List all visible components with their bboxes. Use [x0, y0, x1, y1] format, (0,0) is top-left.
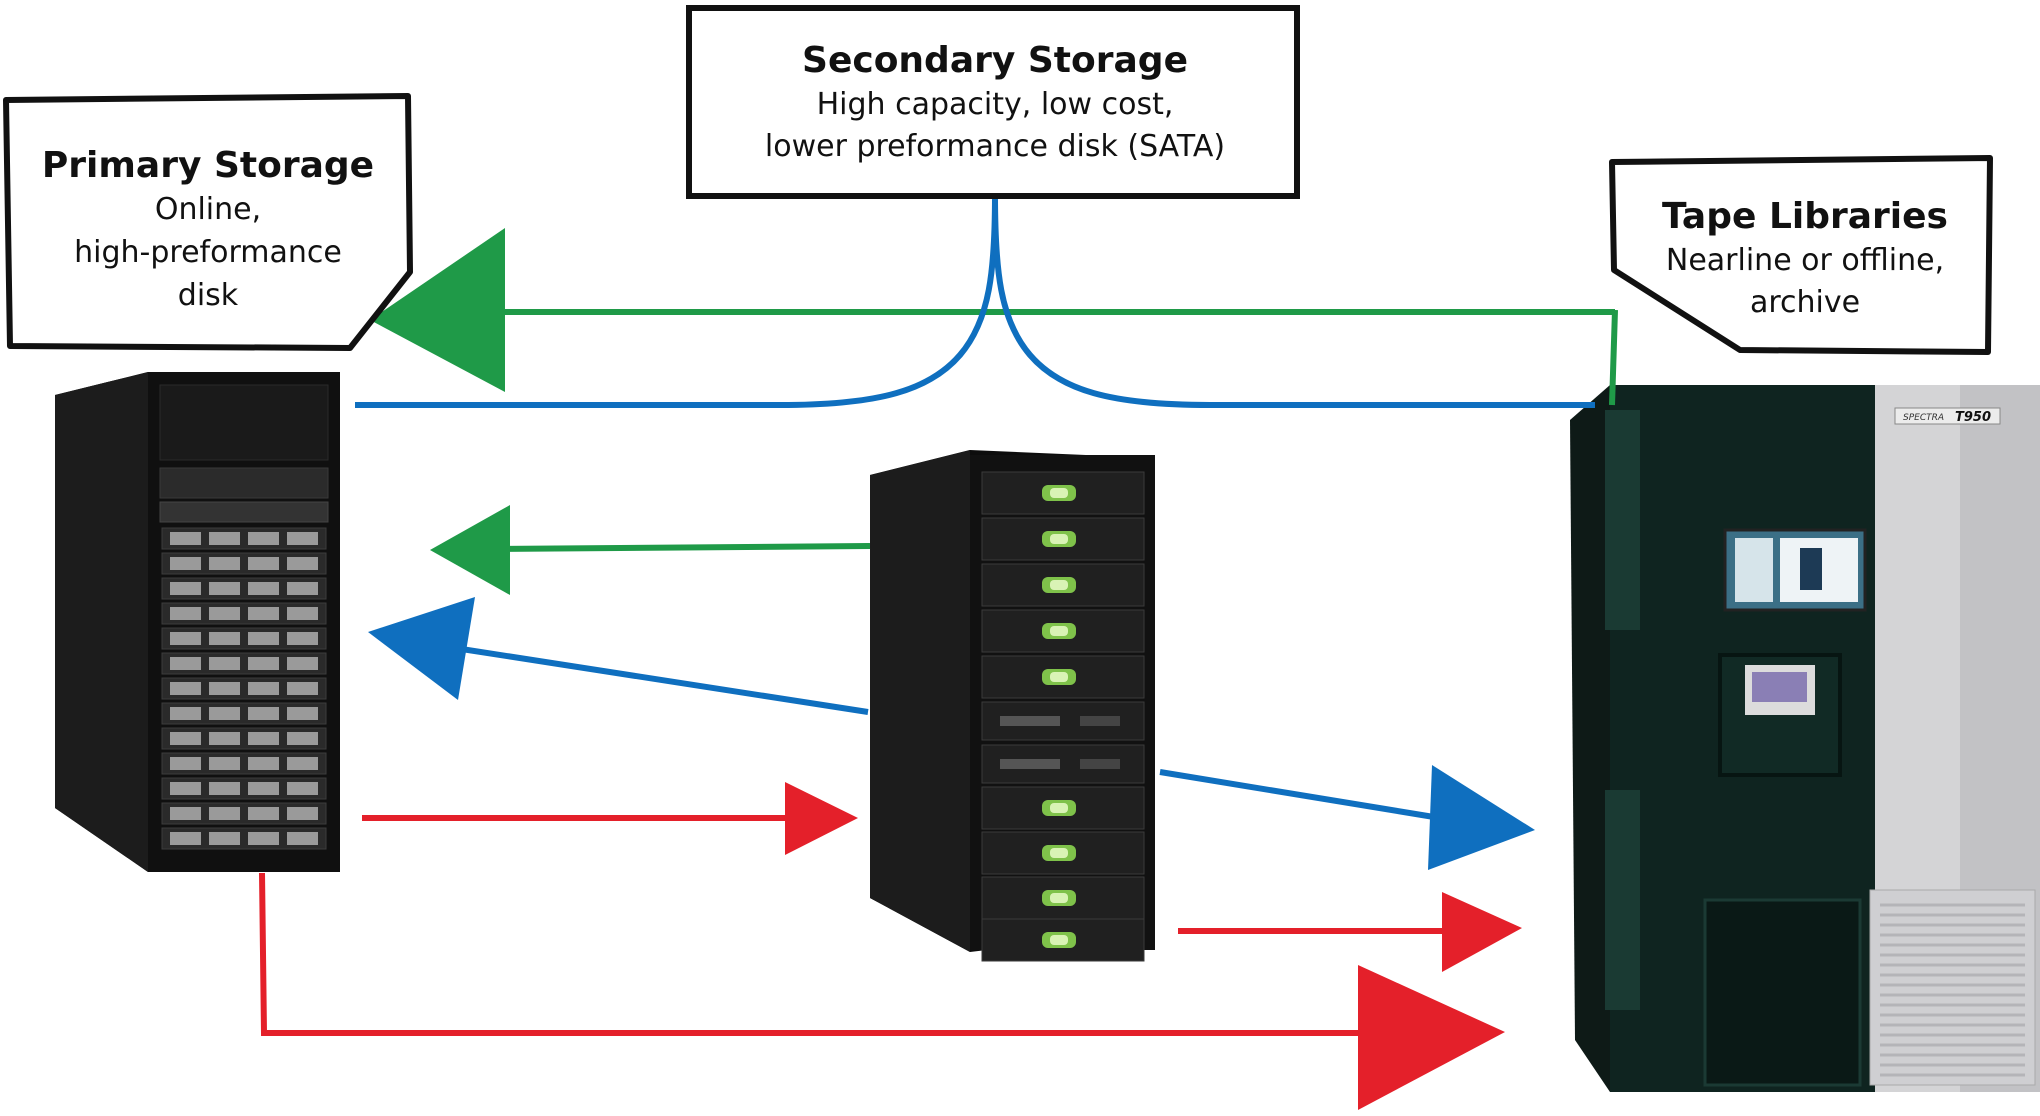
primary-storage-title: Primary Storage — [42, 145, 374, 186]
arrow-blue-secondary-branch — [355, 194, 1595, 408]
primary-storage-line-2: high-preformance — [74, 235, 342, 270]
lower-vent-panel — [1703, 898, 1862, 1087]
tape-brand-label: SPECTRA — [1903, 413, 1944, 423]
arrow-green-tape-to-primary — [370, 228, 1618, 406]
primary-storage-callout: Primary Storage Online, high-preformance… — [3, 93, 413, 351]
tape-libraries-line-2: archive — [1750, 285, 1860, 320]
tape-libraries-callout: Tape Libraries Nearline or offline, arch… — [1609, 155, 1993, 355]
primary-drive-bays — [161, 527, 327, 850]
tape-library-cabinet: SPECTRA T950 — [1570, 385, 2040, 1092]
arrow-blue-secondary-to-tape — [1159, 765, 1535, 870]
primary-storage-line-3: disk — [178, 278, 239, 313]
secondary-storage-rack — [870, 450, 1155, 962]
arrow-red-primary-to-tape — [259, 872, 1505, 1110]
arrow-red-primary-to-secondary — [362, 782, 858, 855]
arrow-green-secondary-to-primary — [430, 505, 871, 595]
arrow-blue-secondary-to-primary — [368, 597, 869, 715]
vent-grille — [1880, 903, 2025, 1077]
secondary-storage-line-1: High capacity, low cost, — [817, 87, 1174, 122]
tape-model-label: T950 — [1955, 410, 1991, 425]
secondary-storage-title: Secondary Storage — [802, 40, 1188, 81]
arrow-red-secondary-to-tape — [1178, 892, 1522, 972]
primary-storage-rack — [55, 372, 340, 872]
tape-libraries-line-1: Nearline or offline, — [1666, 243, 1944, 278]
tape-libraries-title: Tape Libraries — [1662, 196, 1948, 237]
secondary-disk-units — [981, 471, 1145, 962]
secondary-storage-callout: Secondary Storage High capacity, low cos… — [686, 5, 1300, 199]
primary-storage-line-1: Online, — [155, 192, 261, 227]
secondary-storage-line-2: lower preformance disk (SATA) — [765, 129, 1225, 164]
